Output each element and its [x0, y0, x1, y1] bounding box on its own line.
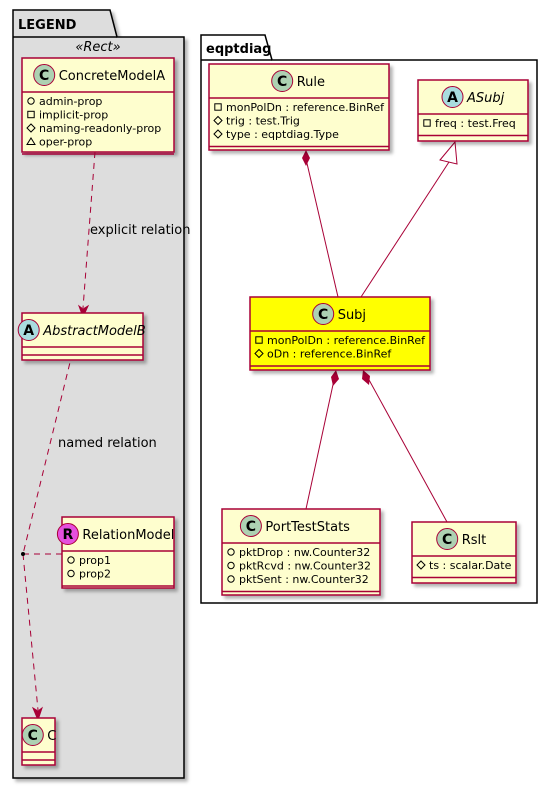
association-point [21, 552, 25, 556]
class-relation-model-attribute: prop1 [79, 554, 111, 567]
abstract-marker-icon [441, 86, 464, 108]
asubj-subj-edge [360, 161, 450, 298]
eqptdiag-package-title: eqptdiag [206, 42, 271, 57]
class-subj-box [249, 296, 431, 371]
named-relation-label: named relation [58, 436, 157, 451]
subj-porttest-composition-diamond [331, 370, 339, 386]
class-rule-attribute: type : eqptdiag.Type [226, 128, 339, 141]
explicit-relation-label: explicit relation [90, 223, 190, 238]
named-relation-edge-lower [22, 553, 39, 711]
visibility-protected-icon [213, 129, 223, 139]
visibility-protected-icon [213, 115, 223, 126]
class-abstract-model-b-name: AbstractModelB [42, 324, 146, 339]
class-concrete-model-a-marker-letter: C [39, 68, 49, 84]
class-abstract-model-b[interactable]: A AbstractModelB [17, 312, 146, 361]
class-rslt-name: Rslt [462, 533, 487, 548]
class-concrete-model-a-name: ConcreteModelA [59, 69, 166, 84]
class-c-name: C [47, 729, 56, 744]
class-port-test-stats[interactable]: C PortTestStats pktDrop : nw.Counter32pktR… [221, 508, 381, 596]
explicit-relation-arrowhead [77, 304, 90, 319]
class-asubj[interactable]: A ASubj freq : test.Freq [417, 79, 529, 142]
rule-subj-edge [305, 158, 339, 298]
visibility-public-icon [67, 556, 75, 564]
subj-porttest-edge [305, 379, 335, 510]
class-subj-attribute: oDn : reference.BinRef [267, 348, 392, 361]
class-asubj-box [417, 79, 529, 142]
visibility-public-icon [67, 569, 75, 578]
class-asubj-name: ASubj [466, 91, 505, 106]
visibility-private-icon [214, 103, 222, 111]
named-relation-edge-upper [22, 341, 76, 555]
class-marker-icon [436, 528, 459, 550]
visibility-private-icon [255, 336, 263, 344]
class-marker-icon [21, 724, 44, 746]
named-relation-arrowhead [31, 706, 43, 722]
class-rule-marker-letter: C [277, 74, 287, 90]
class-rslt-attribute: ts : scalar.Date [429, 559, 512, 572]
visibility-protected-icon [416, 560, 426, 570]
subj-rslt-edge [367, 377, 448, 523]
class-abstract-model-b-marker-letter: A [23, 323, 34, 339]
abstract-marker-icon [17, 319, 40, 341]
legend-package-title: LEGEND [18, 18, 77, 33]
class-concrete-model-a-attribute: implicit-prop [39, 109, 108, 122]
class-marker-icon [271, 70, 294, 92]
class-concrete-model-a-attribute: admin-prop [39, 95, 102, 108]
visibility-private-icon [27, 110, 35, 119]
class-abstract-model-b-box [21, 312, 144, 361]
class-rule-attribute: monPolDn : reference.BinRef [226, 101, 385, 114]
class-c-marker-letter: C [28, 728, 38, 744]
class-subj-marker-letter: C [318, 307, 328, 323]
class-rule-name: Rule [297, 75, 325, 90]
class-port-test-stats-attribute: pktSent : nw.Counter32 [239, 573, 369, 586]
class-rslt[interactable]: C Rslt ts : scalar.Date [411, 521, 517, 584]
class-rslt-marker-letter: C [442, 532, 452, 548]
class-relation-model-name: RelationModel [82, 528, 174, 543]
visibility-public-icon [227, 561, 235, 570]
class-concrete-model-a-attribute: oper-prop [39, 136, 92, 149]
class-asubj-attribute: freq : test.Freq [435, 117, 516, 130]
class-rule-box [208, 63, 390, 151]
class-rule-attribute: trig : test.Trig [226, 115, 300, 128]
class-port-test-stats-marker-letter: C [246, 519, 256, 535]
class-concrete-model-a[interactable]: C ConcreteModelA admin-propimplicit-propna… [21, 57, 175, 155]
class-marker-icon [239, 515, 262, 537]
subj-rslt-composition-diamond [362, 370, 370, 385]
relation-marker-icon [56, 523, 79, 545]
visibility-private-icon [423, 119, 431, 127]
visibility-package-icon [26, 137, 36, 145]
legend-stereotype: «Rect» [75, 40, 120, 55]
visibility-public-icon [227, 548, 235, 556]
visibility-protected-icon [26, 123, 36, 133]
class-relation-model-box [61, 516, 175, 589]
class-relation-model-marker-letter: R [63, 527, 74, 543]
visibility-protected-icon [254, 348, 264, 359]
visibility-public-icon [227, 575, 235, 583]
class-port-test-stats-attribute: pktDrop : nw.Counter32 [239, 546, 370, 559]
asubj-generalization-arrow [439, 140, 458, 165]
rule-subj-composition-diamond [302, 150, 310, 166]
class-concrete-model-a-attribute: naming-readonly-prop [39, 122, 161, 135]
class-asubj-marker-letter: A [447, 90, 458, 106]
explicit-relation-edge [82, 151, 96, 309]
class-marker-icon [33, 64, 56, 86]
class-subj-name: Subj [338, 308, 366, 323]
relation-edges: explicit relation named relation [21, 140, 458, 722]
class-port-test-stats-name: PortTestStats [265, 520, 350, 535]
class-subj-attribute: monPolDn : reference.BinRef [267, 334, 426, 347]
class-relation-model-attribute: prop2 [79, 568, 111, 581]
class-port-test-stats-attribute: pktRcvd : nw.Counter32 [239, 560, 371, 573]
visibility-public-icon [27, 97, 35, 105]
class-marker-icon [312, 303, 335, 325]
class-rslt-box [411, 521, 517, 584]
